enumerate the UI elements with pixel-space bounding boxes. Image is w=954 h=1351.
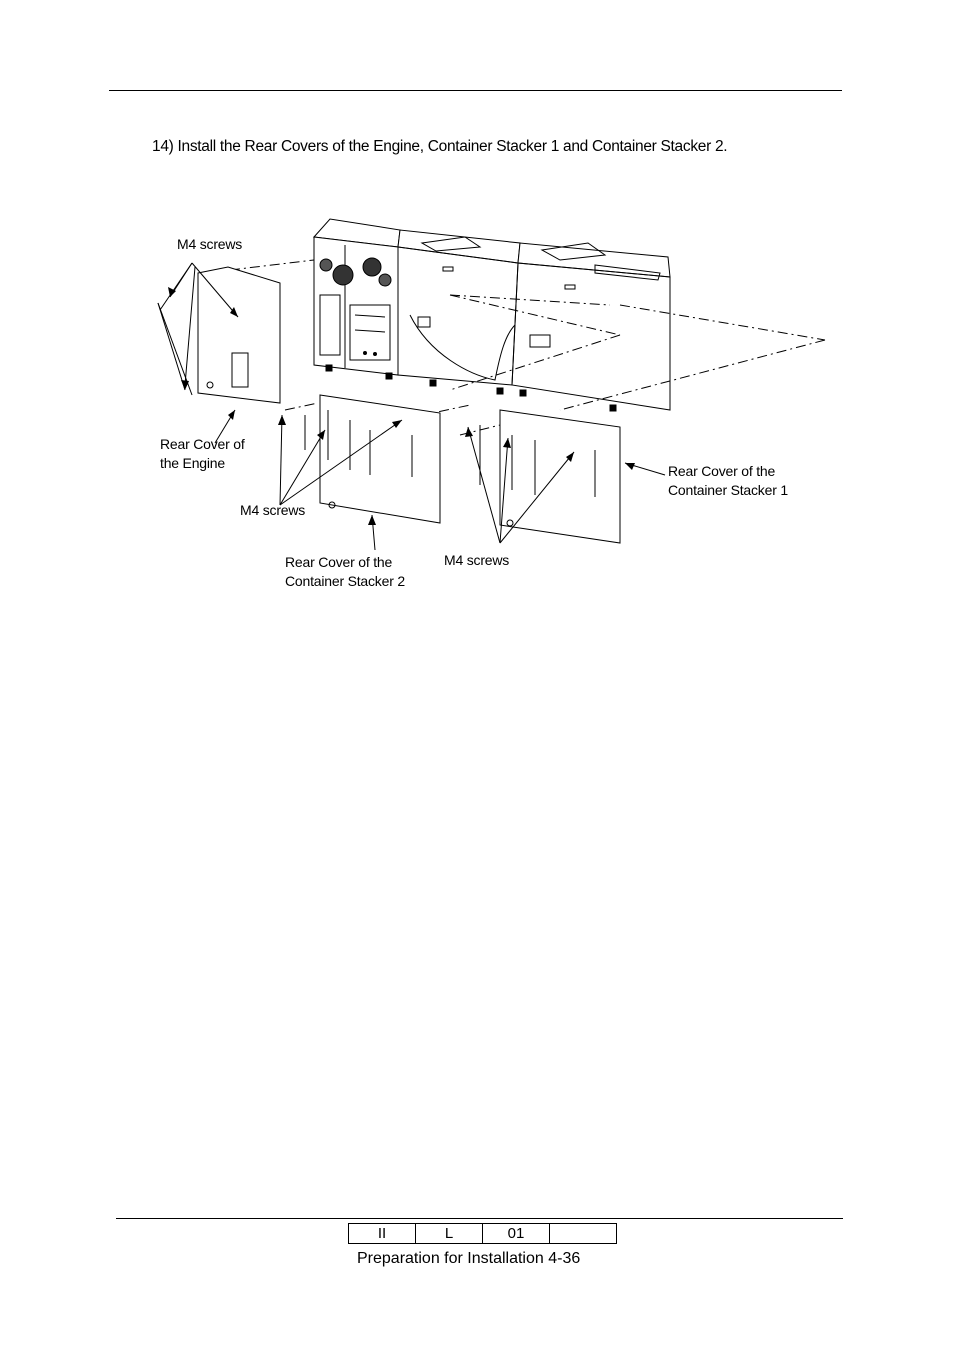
container-stacker-2-unit: [397, 229, 521, 395]
label-rear-cover-stacker-1-line1: Rear Cover of the: [668, 463, 776, 479]
label-rear-cover-stacker-1: Rear Cover of the Container Stacker 1: [668, 462, 788, 500]
engine-unit: [312, 218, 401, 380]
label-rear-cover-engine-line2: the Engine: [160, 455, 225, 471]
label-rear-cover-stacker-2-line2: Container Stacker 2: [285, 573, 405, 589]
revision-cell: 01: [482, 1223, 550, 1244]
label-rear-cover-stacker-1-line2: Container Stacker 1: [668, 482, 788, 498]
leader-arrows: [157, 262, 666, 551]
footer-rule: [116, 1218, 843, 1219]
label-rear-cover-stacker-2-line1: Rear Cover of the: [285, 554, 393, 570]
exploded-view-drawing: [157, 218, 826, 551]
revision-row: II L 01: [348, 1223, 617, 1244]
step-instruction: 14) Install the Rear Covers of the Engin…: [152, 138, 728, 155]
revision-cell: II: [348, 1223, 416, 1244]
rear-cover-engine-panel: [197, 266, 281, 404]
container-stacker-1-unit: [511, 242, 671, 412]
label-m4-screws-top: M4 screws: [177, 236, 243, 252]
header-rule: [109, 90, 842, 91]
label-rear-cover-engine: Rear Cover of the Engine: [160, 435, 245, 473]
revision-table: II L 01: [348, 1223, 617, 1244]
rear-cover-stacker-1-panel: [479, 409, 621, 544]
label-rear-cover-stacker-2: Rear Cover of the Container Stacker 2: [285, 553, 405, 591]
label-rear-cover-engine-line1: Rear Cover of: [160, 436, 245, 452]
footer-page-title: Preparation for Installation 4-36: [357, 1250, 581, 1267]
revision-cell: L: [415, 1223, 483, 1244]
label-m4-screws-right: M4 screws: [444, 552, 510, 568]
rear-cover-installation-diagram: M4 screws Rear Cover of the Engine M4 sc…: [140, 205, 840, 605]
label-m4-screws-left: M4 screws: [240, 502, 306, 518]
revision-cell: [549, 1223, 617, 1244]
rear-cover-stacker-2-panel: [304, 394, 441, 524]
